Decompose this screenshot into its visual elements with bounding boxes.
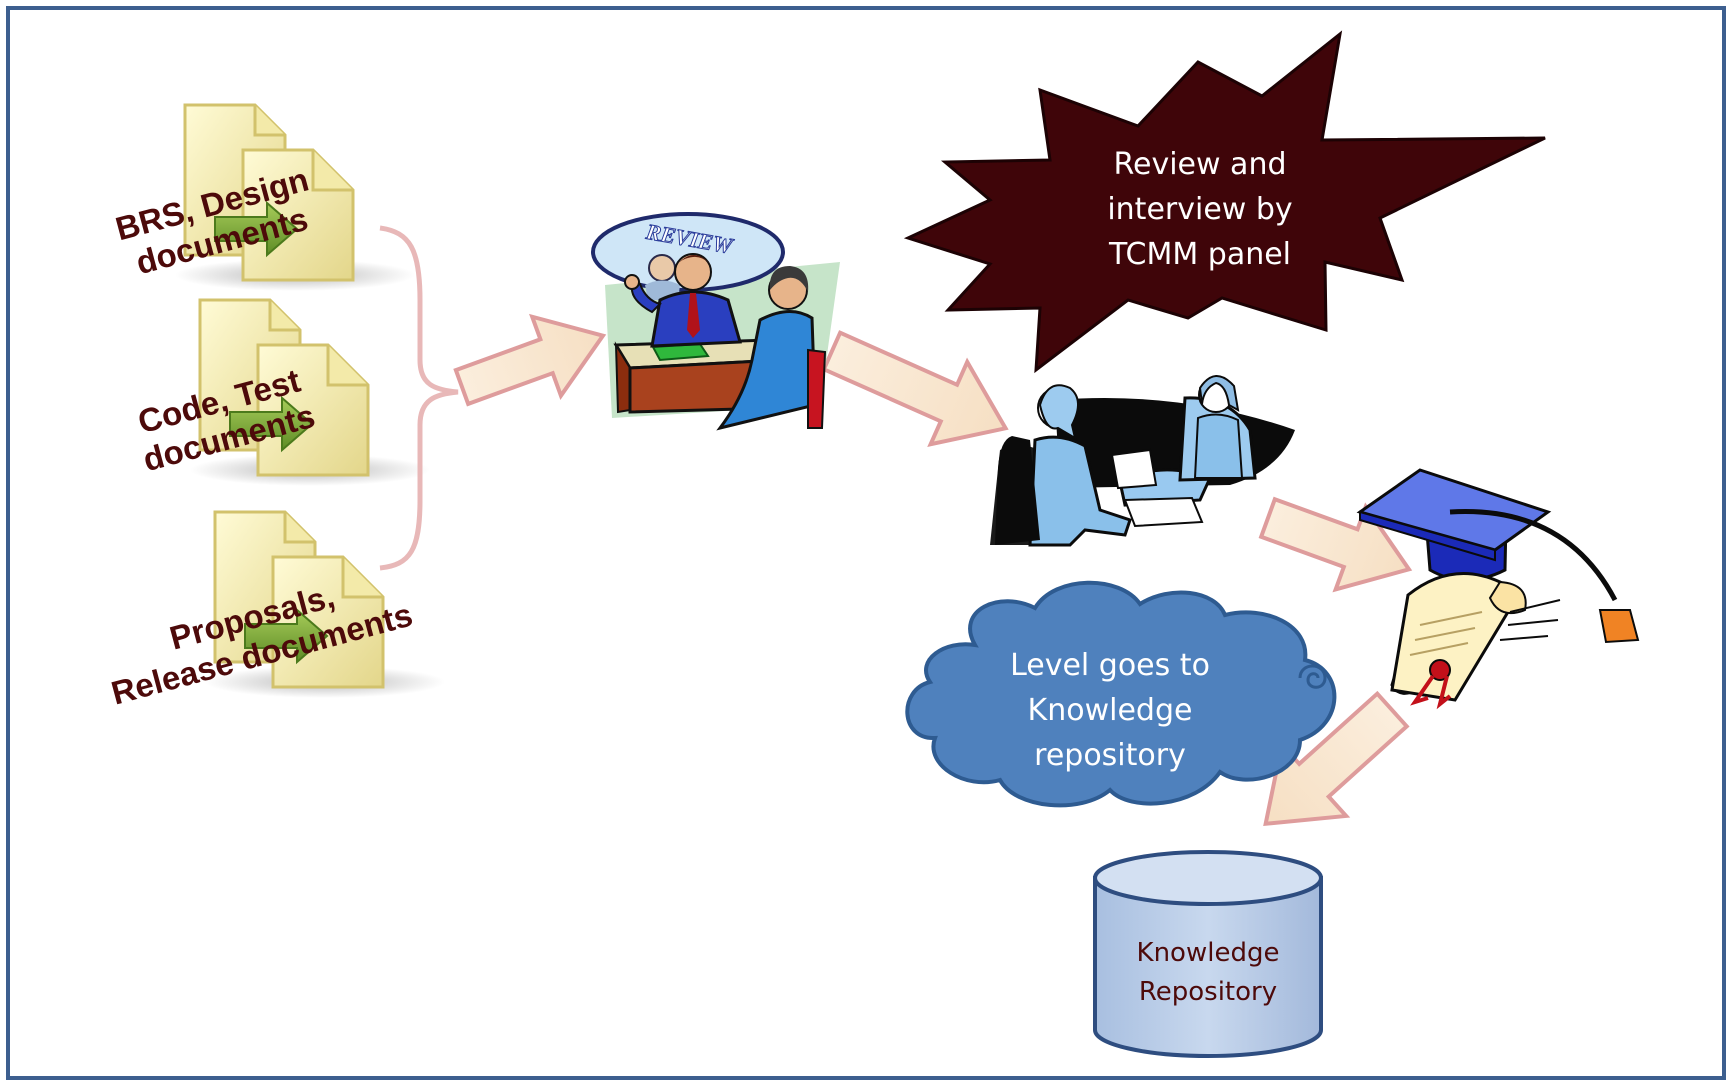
svg-text:Knowledge: Knowledge (1137, 938, 1280, 968)
curly-brace (379, 225, 459, 571)
svg-text:Knowledge: Knowledge (1028, 693, 1193, 728)
svg-text:interview by: interview by (1107, 192, 1292, 227)
svg-text:repository: repository (1034, 738, 1186, 773)
cloud-swirl-icon (1298, 664, 1327, 689)
graduation-certificate-clipart (1356, 468, 1640, 710)
review-meeting-clipart: REVIEW (591, 212, 840, 431)
green-arrow-icon (244, 607, 329, 665)
svg-text:Repository: Repository (1139, 977, 1277, 1007)
knowledge-cloud (905, 580, 1337, 808)
document-stack-3 (205, 510, 445, 698)
flow-arrow-2 (821, 330, 1009, 447)
flow-arrow-1 (453, 313, 607, 407)
svg-text:Level goes to: Level goes to (1010, 648, 1210, 683)
svg-text:Review and: Review and (1113, 147, 1286, 182)
interview-clipart (990, 375, 1295, 547)
green-arrow-icon (214, 200, 299, 258)
flow-arrow-4 (1263, 690, 1410, 827)
green-arrow-icon (229, 395, 314, 453)
review-starburst (903, 30, 1546, 374)
cloud-text: Level goes to Knowledge repository (1010, 648, 1210, 773)
knowledge-repository-database: Knowledge Repository (1093, 850, 1323, 1058)
document-stack-2 (190, 298, 430, 486)
starburst-text: Review and interview by TCMM panel (1107, 147, 1292, 272)
document-stack-1 (175, 103, 415, 291)
svg-text:TCMM panel: TCMM panel (1108, 237, 1291, 272)
